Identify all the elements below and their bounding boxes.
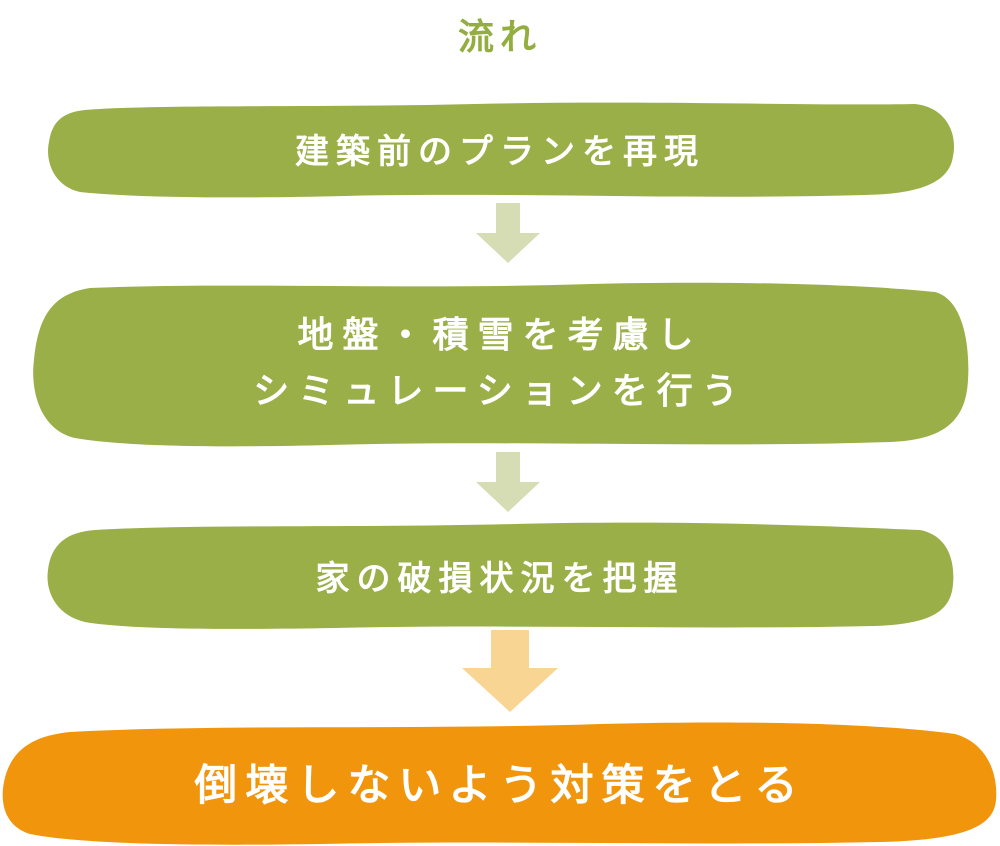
step-4-text: 倒壊しないよう対策をとる: [194, 761, 806, 811]
flow-step-1: 建築前のプランを再現: [45, 98, 955, 198]
down-arrow-icon: [462, 630, 558, 712]
flow-step-2: 地盤・積雪を考慮し シミュレーションを行う: [30, 280, 970, 448]
brush-stroke-shape: [47, 522, 954, 629]
step-3-text: 家の破損状況を把握: [315, 558, 685, 599]
step-2-text-line-2: シミュレーションを行う: [253, 371, 747, 412]
down-arrow-icon: [476, 203, 540, 263]
brush-stroke-shape: [2, 722, 997, 845]
step-2-text-line-1: 地盤・積雪を考慮し: [297, 315, 703, 356]
brush-stroke-shape: [48, 102, 955, 198]
step-1-text: 建築前のプランを再現: [295, 131, 705, 172]
down-arrow-icon: [476, 452, 540, 512]
flow-step-3: 家の破損状況を把握: [45, 520, 955, 630]
flow-title: 流れ: [457, 17, 542, 58]
flow-step-4-final: 倒壊しないよう対策をとる: [0, 718, 1000, 846]
brush-stroke-shape: [33, 282, 969, 447]
